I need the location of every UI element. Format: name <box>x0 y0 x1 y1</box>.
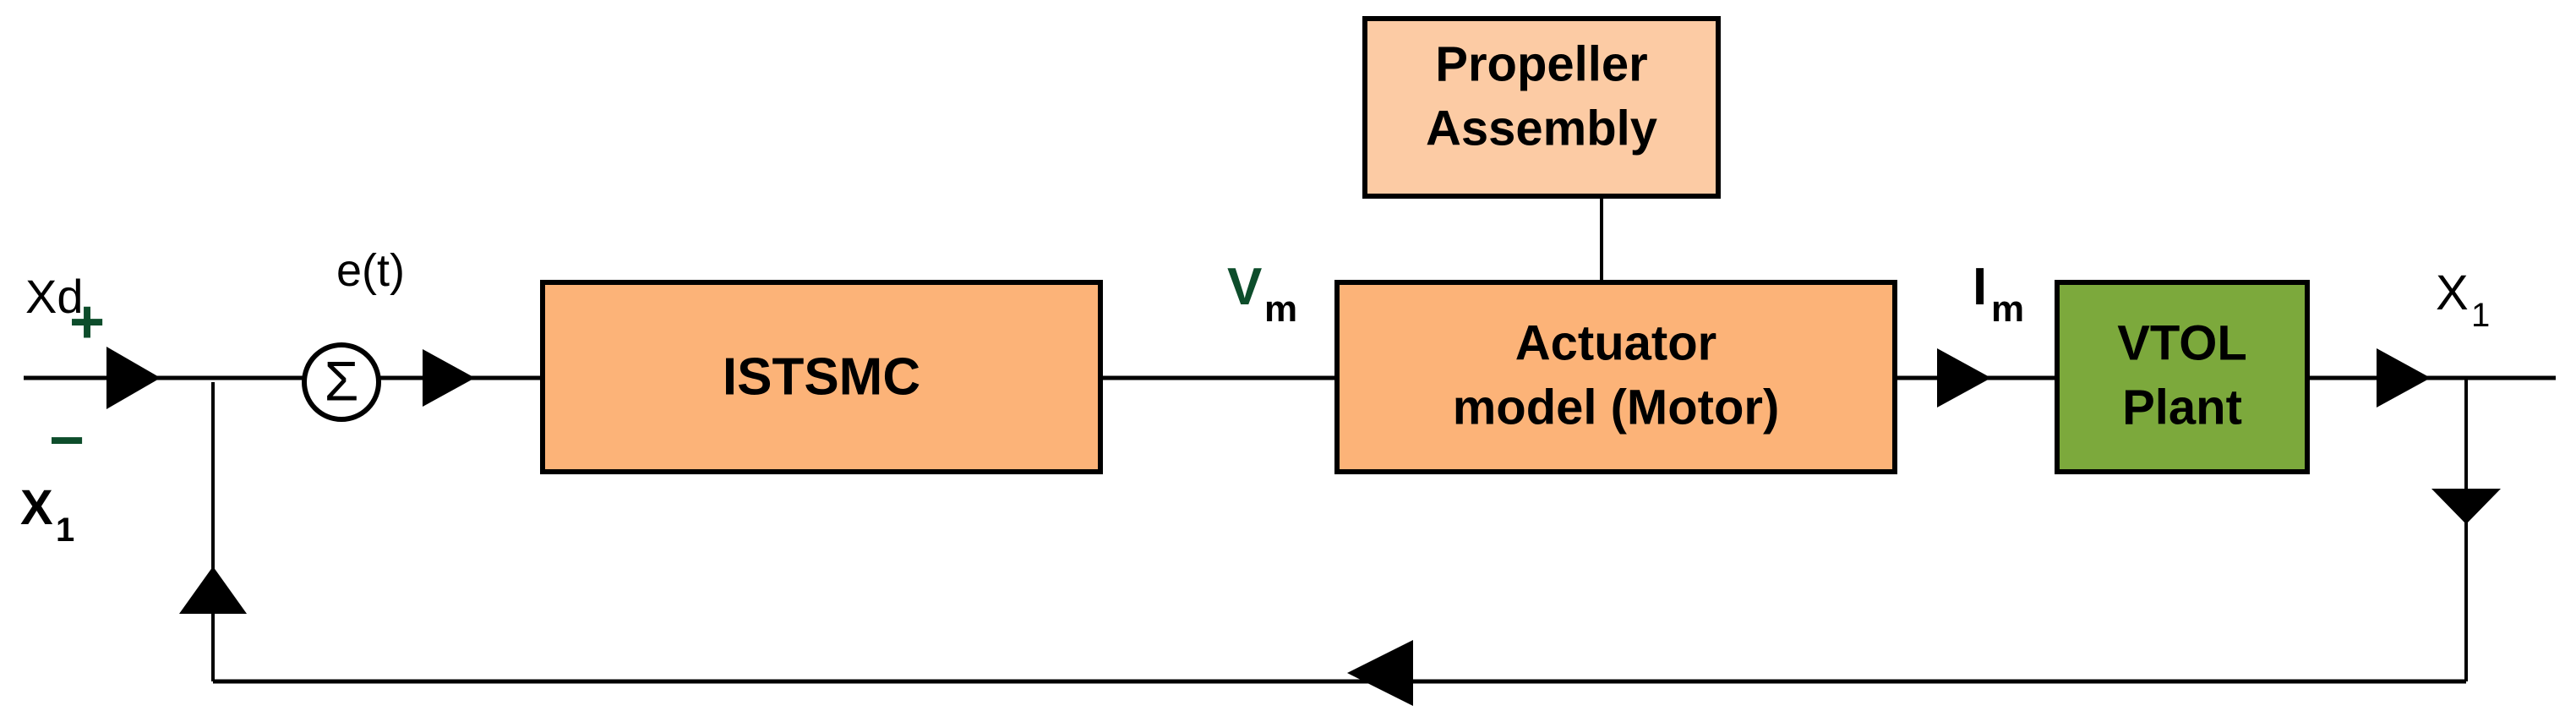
signal-label-im-sub: m <box>1991 288 2024 330</box>
block-istsmc-rect[interactable] <box>540 280 1103 474</box>
wire-sum-to-istsmc <box>379 349 543 407</box>
block-vtol-plant-rect[interactable] <box>2055 280 2310 474</box>
block-actuator-model-rect[interactable] <box>1334 280 1897 474</box>
signal-label-et: e(t) <box>336 245 405 296</box>
block-istsmc[interactable]: ISTSMC <box>540 280 1103 474</box>
arrow-head-feedback-down <box>2431 489 2501 524</box>
block-propeller-assembly-label-line1: Propeller <box>1435 36 1647 91</box>
signal-label-x1-output-base: X <box>2436 265 2469 320</box>
signal-label-x1-output-sub: 1 <box>2471 297 2490 334</box>
sigma-symbol: Σ <box>325 349 359 412</box>
block-actuator-model-label-line1: Actuator <box>1515 315 1716 370</box>
arrow-head-feedback-up <box>179 566 247 614</box>
signal-label-im: I m <box>1973 258 2024 330</box>
block-vtol-plant-label-line2: Plant <box>2122 380 2242 435</box>
block-istsmc-label: ISTSMC <box>723 347 920 406</box>
summing-junction[interactable]: Σ <box>302 342 381 422</box>
arrow-head-istsmc-input <box>423 349 475 407</box>
arrow-head-output <box>2377 348 2431 407</box>
signal-label-x1-output: X 1 <box>2436 265 2490 334</box>
signal-label-x1-feedback-base: X <box>20 480 53 535</box>
signal-label-x1-feedback: X 1 <box>20 480 74 549</box>
summing-junction-circle[interactable] <box>302 342 381 422</box>
arrow-head-feedback-left <box>1347 640 1413 706</box>
block-actuator-model-label-line2: model (Motor) <box>1453 380 1780 435</box>
block-propeller-assembly-rect[interactable] <box>1362 16 1721 199</box>
wire-plant-to-output <box>2307 348 2556 407</box>
arrow-head-plant-input <box>1937 348 1991 407</box>
block-actuator-model[interactable]: Actuator model (Motor) <box>1334 280 1897 474</box>
signal-label-vm-base: V <box>1227 258 1262 316</box>
signal-label-vm-sub: m <box>1264 288 1297 330</box>
wire-input-to-sum <box>24 347 304 409</box>
wire-actuator-to-plant <box>1895 348 2057 407</box>
arrow-head-input <box>106 347 161 409</box>
wires-layer <box>24 196 2556 706</box>
plus-sign-label: + <box>69 288 105 356</box>
block-vtol-plant-label-line1: VTOL <box>2117 315 2247 370</box>
block-vtol-plant[interactable]: VTOL Plant <box>2055 280 2310 474</box>
minus-sign-label: − <box>49 407 85 474</box>
signal-label-im-base: I <box>1973 258 1987 316</box>
signal-label-vm: V m <box>1227 258 1297 330</box>
block-propeller-assembly[interactable]: Propeller Assembly <box>1362 16 1721 199</box>
block-propeller-assembly-label-line2: Assembly <box>1426 101 1657 156</box>
signal-label-xd: Xd <box>25 270 84 323</box>
signal-label-x1-feedback-sub: 1 <box>56 511 74 549</box>
wire-feedback-path <box>179 378 2501 706</box>
